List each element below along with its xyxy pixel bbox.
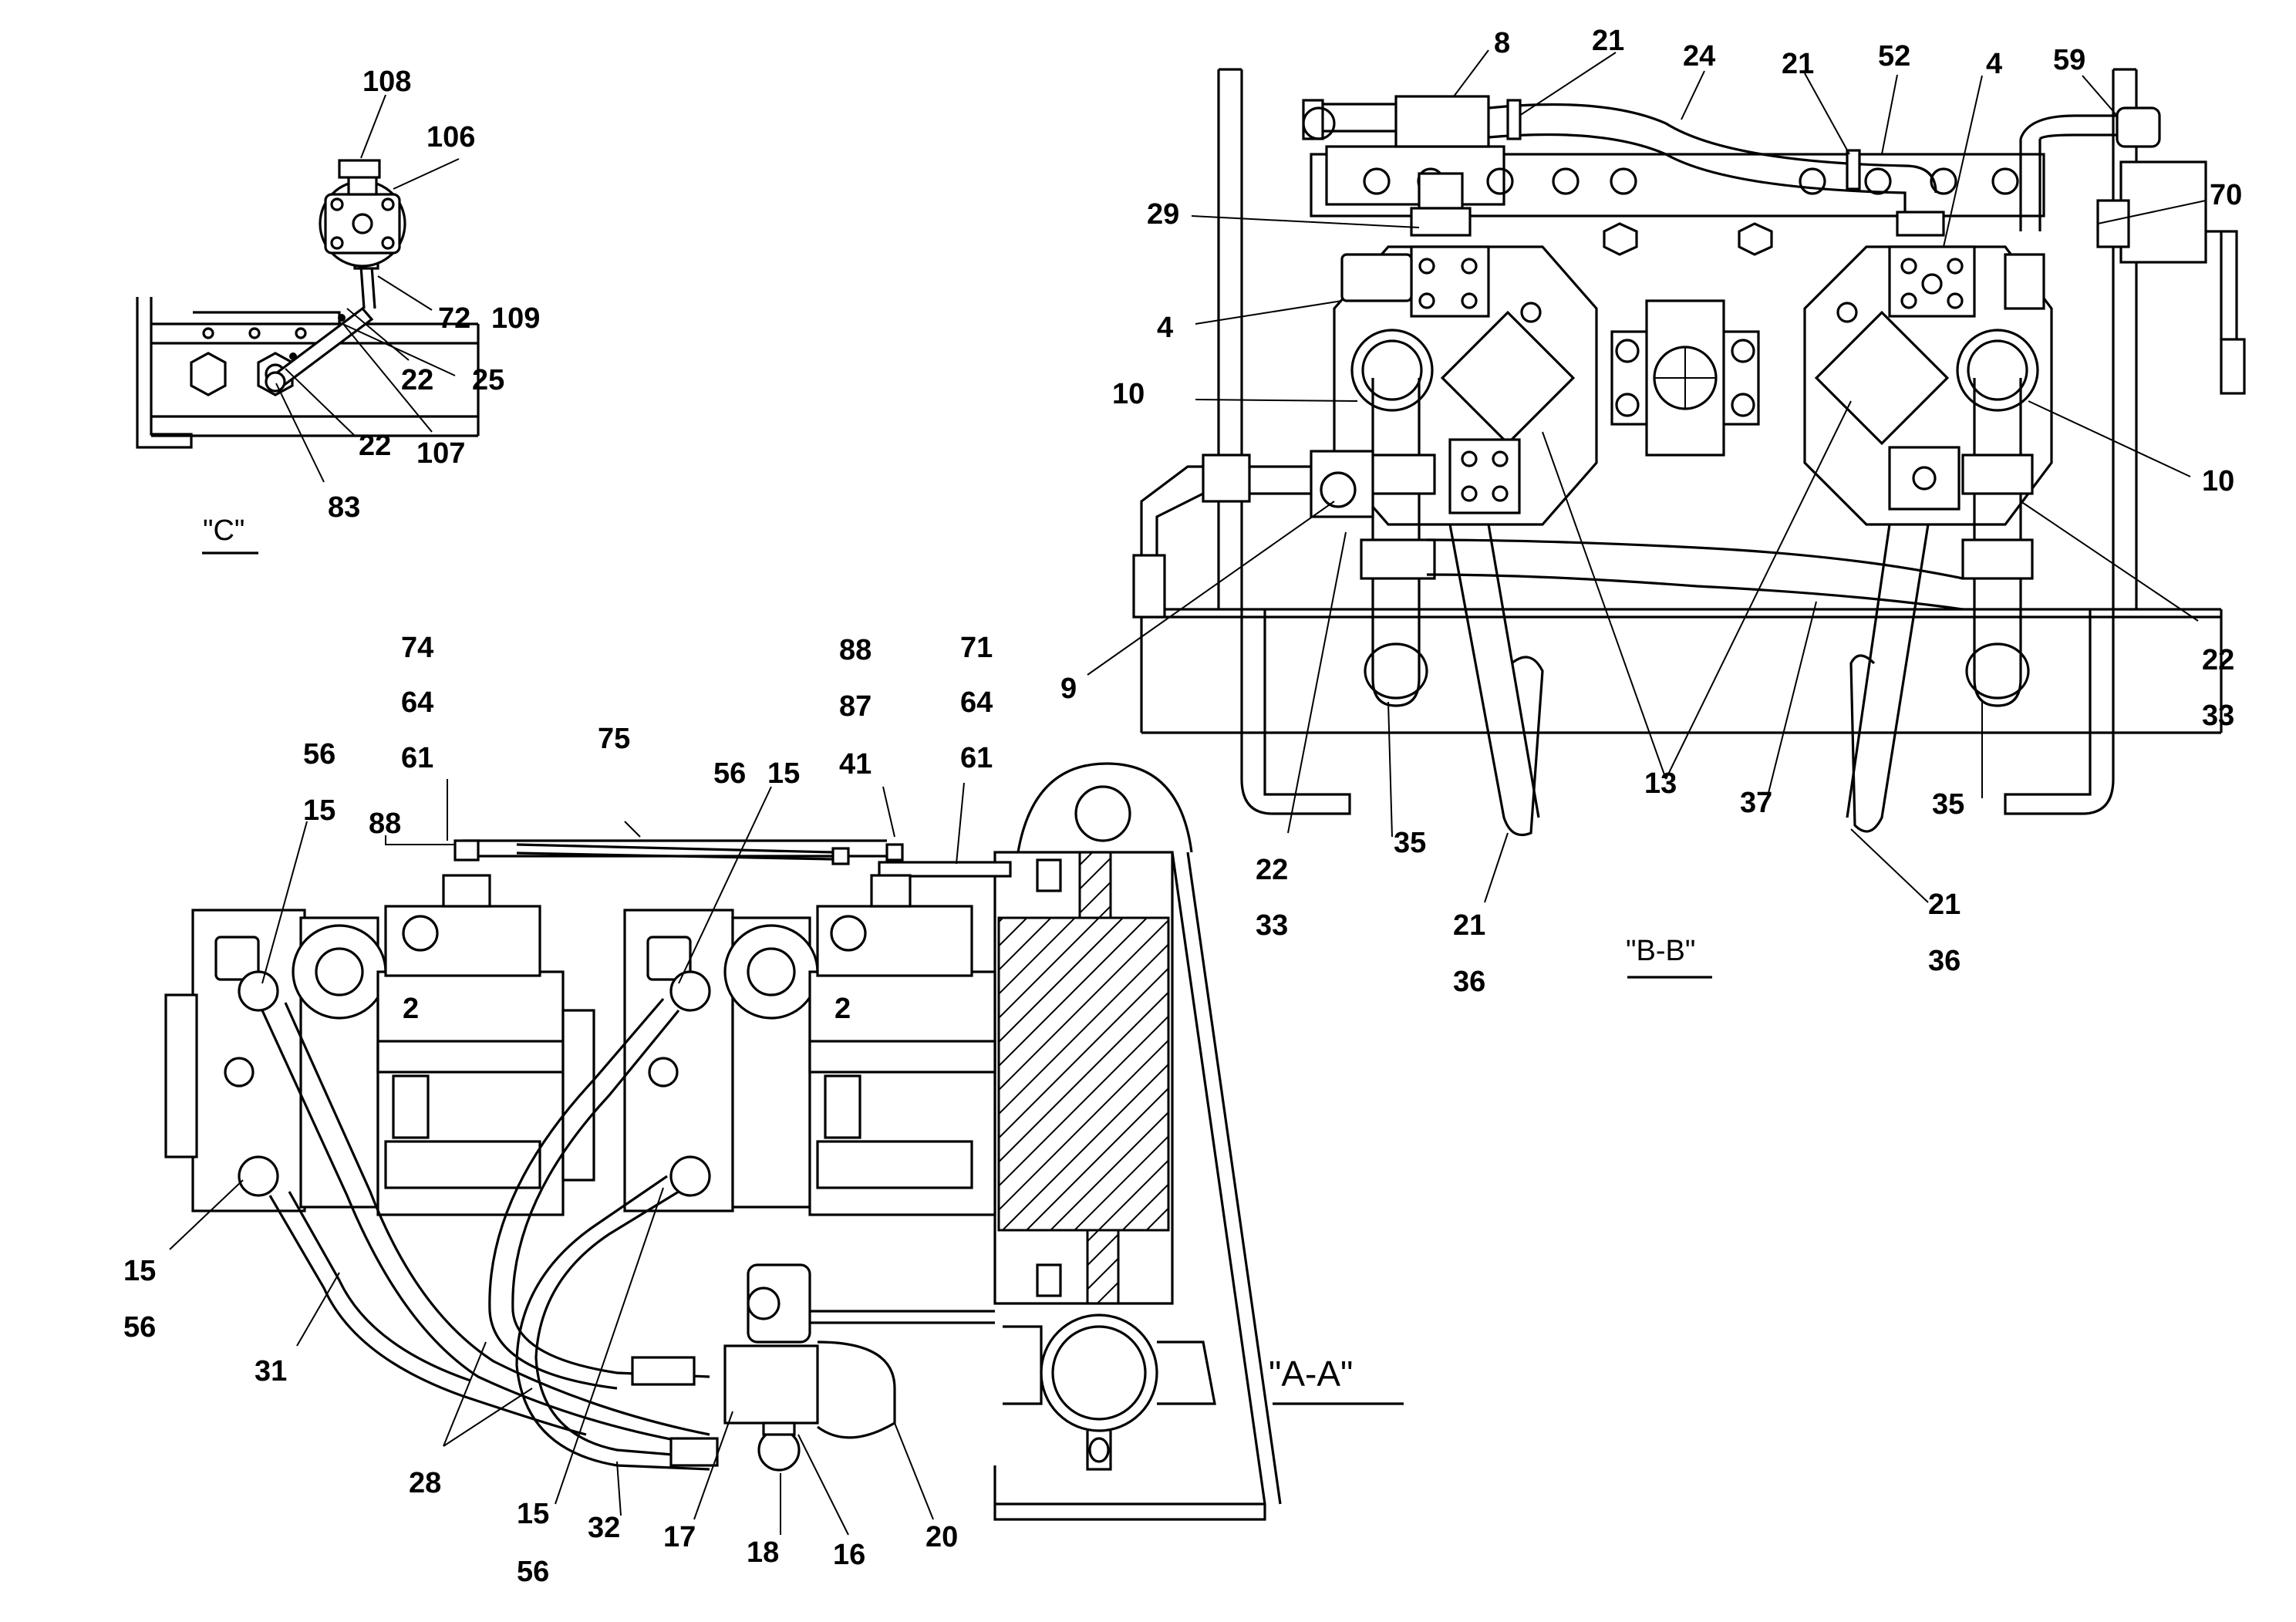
callout-21: 21 <box>1453 909 1485 942</box>
view-aa-leaders <box>169 779 1404 1536</box>
callout-17: 17 <box>663 1521 696 1553</box>
view-aa-drawing: 2 2 <box>164 762 1282 1521</box>
callout-8: 8 <box>1494 27 1510 59</box>
callout-4: 4 <box>1157 312 1173 344</box>
callout-71: 71 <box>960 632 993 664</box>
callout-56: 56 <box>123 1311 156 1344</box>
callout-28: 28 <box>409 1467 441 1499</box>
callout-35: 35 <box>1932 788 1964 821</box>
view-aa-label: "A-A" <box>1269 1354 1353 1394</box>
callout-22: 22 <box>401 364 433 396</box>
callout-108: 108 <box>362 66 411 98</box>
callout-33: 33 <box>2202 700 2234 732</box>
callout-21: 21 <box>1592 25 1624 57</box>
callout-22: 22 <box>1256 854 1288 886</box>
callout-74: 74 <box>401 632 433 664</box>
callout-41: 41 <box>839 748 872 781</box>
callout-64: 64 <box>401 686 433 719</box>
pump2-number: 2 <box>834 993 851 1025</box>
callout-83: 83 <box>328 491 360 524</box>
view-aa-callouts: 74 64 61 88 87 41 71 64 61 75 56 15 56 1… <box>123 632 1353 1588</box>
callout-15: 15 <box>517 1498 549 1530</box>
view-bb-callouts: 8 21 24 21 52 4 59 70 29 4 10 10 9 22 33… <box>1060 25 2242 998</box>
view-c-label: "C" <box>203 514 244 547</box>
callout-22: 22 <box>2202 644 2234 676</box>
view-c-callouts: 108 106 72 109 22 25 22 107 83 "C" <box>203 66 540 547</box>
callout-56: 56 <box>713 757 746 790</box>
view-bb-leaders <box>1087 49 2207 979</box>
callout-20: 20 <box>925 1521 958 1553</box>
callout-33: 33 <box>1256 909 1288 942</box>
callout-9: 9 <box>1060 673 1077 705</box>
callout-16: 16 <box>833 1539 865 1571</box>
callout-88: 88 <box>839 634 872 666</box>
callout-21: 21 <box>1928 889 1961 921</box>
callout-37: 37 <box>1740 787 1772 819</box>
callout-10: 10 <box>2202 465 2234 497</box>
callout-15: 15 <box>767 757 800 790</box>
callout-106: 106 <box>426 121 475 153</box>
callout-29: 29 <box>1147 198 1179 231</box>
callout-25: 25 <box>472 364 504 396</box>
callout-70: 70 <box>2210 179 2242 211</box>
callout-72: 72 <box>438 302 470 335</box>
callout-21: 21 <box>1782 48 1814 80</box>
callout-4: 4 <box>1986 48 2002 80</box>
callout-88: 88 <box>369 808 401 840</box>
callout-24: 24 <box>1683 40 1715 73</box>
callout-61: 61 <box>401 742 433 774</box>
callout-64: 64 <box>960 686 993 719</box>
callout-15: 15 <box>123 1255 156 1287</box>
callout-32: 32 <box>588 1512 620 1544</box>
callout-56: 56 <box>303 738 335 771</box>
callout-52: 52 <box>1878 40 1910 73</box>
callout-107: 107 <box>416 437 465 470</box>
callout-31: 31 <box>255 1355 287 1388</box>
view-bb-label: "B-B" <box>1626 935 1695 967</box>
callout-18: 18 <box>747 1536 779 1569</box>
callout-109: 109 <box>491 302 540 335</box>
pump1-number: 2 <box>403 993 419 1025</box>
view-c-leaders <box>202 94 460 555</box>
callout-36: 36 <box>1928 945 1961 977</box>
callout-59: 59 <box>2053 44 2085 76</box>
callout-15: 15 <box>303 794 335 827</box>
callout-75: 75 <box>598 723 630 755</box>
callout-35: 35 <box>1394 827 1426 859</box>
callout-56: 56 <box>517 1556 549 1588</box>
callout-87: 87 <box>839 690 872 723</box>
callout-13: 13 <box>1644 767 1677 800</box>
callout-10: 10 <box>1112 378 1145 410</box>
callout-22: 22 <box>359 430 391 462</box>
view-bb-drawing <box>1132 68 2246 837</box>
view-c-drawing <box>136 159 480 449</box>
callout-36: 36 <box>1453 966 1485 998</box>
callout-61: 61 <box>960 742 993 774</box>
